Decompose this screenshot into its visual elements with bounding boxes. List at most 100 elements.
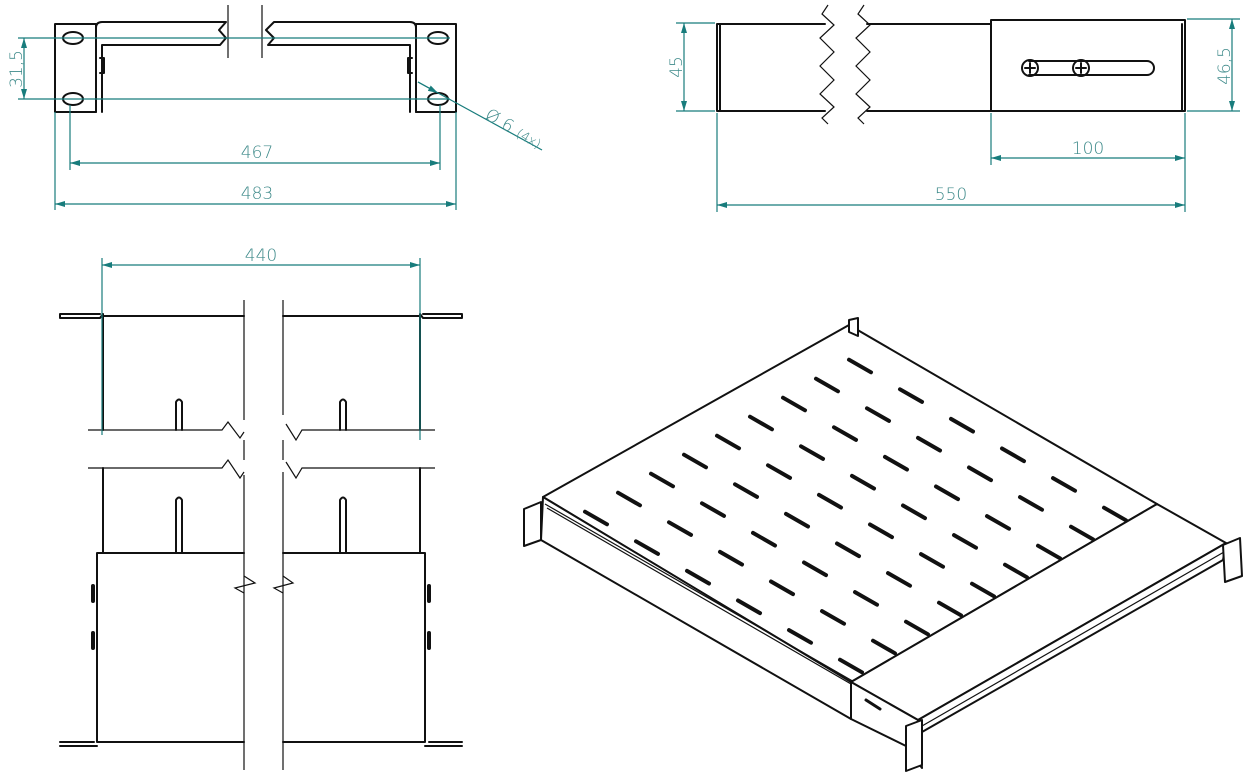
ventilation-slot xyxy=(769,579,795,597)
ventilation-slot xyxy=(736,598,762,616)
end-flanges xyxy=(719,23,1183,112)
dim-label-45: 45 xyxy=(667,56,687,78)
ventilation-slot xyxy=(799,444,825,461)
ventilation-slot xyxy=(865,406,891,423)
extension-lines xyxy=(18,37,450,100)
dim-label-467: 467 xyxy=(241,143,273,163)
ventilation-slot xyxy=(1003,562,1029,580)
lower-slots xyxy=(175,496,347,554)
front-rack-ear xyxy=(905,719,923,772)
break-zigzag xyxy=(233,575,295,594)
adjustment-slot xyxy=(1028,60,1155,76)
ventilation-slot xyxy=(847,357,873,375)
dim-label-100: 100 xyxy=(1072,139,1104,159)
left-rack-ear xyxy=(523,501,542,547)
ventilation-slot xyxy=(1051,476,1077,493)
ventilation-slot xyxy=(934,484,960,502)
ventilation-slot xyxy=(919,552,945,569)
ventilation-slot xyxy=(1036,543,1062,561)
ventilation-slot xyxy=(667,520,693,537)
ventilation-slot xyxy=(820,609,846,626)
rail-line xyxy=(921,551,1225,727)
ventilation-slot xyxy=(985,514,1011,531)
break-lines xyxy=(243,300,284,770)
dim-label-550: 550 xyxy=(935,185,967,205)
front-view: 31,5 467 483 Ø 6 (4x) xyxy=(7,5,543,210)
break-line-lower xyxy=(88,458,435,480)
ventilation-slot xyxy=(634,539,660,556)
ventilation-slot xyxy=(748,414,774,432)
ventilation-slot xyxy=(952,533,978,550)
ventilation-slot xyxy=(871,638,897,656)
ventilation-slot xyxy=(784,511,810,529)
ventilation-slot xyxy=(901,503,927,521)
ventilation-slot xyxy=(850,473,876,491)
ventilation-slot xyxy=(835,541,861,559)
right-rack-ear xyxy=(1222,537,1243,583)
extension-lines xyxy=(101,258,421,440)
ventilation-slot xyxy=(868,522,894,540)
ventilation-slot xyxy=(937,600,963,618)
ventilation-slot xyxy=(649,471,675,489)
top-right-flange xyxy=(282,313,463,431)
break-zigzag xyxy=(819,4,835,125)
ventilation-slot xyxy=(949,416,975,434)
side-walls xyxy=(102,467,421,554)
ventilation-slot xyxy=(832,425,858,442)
handle-screws xyxy=(864,698,882,711)
handle-side xyxy=(990,19,1186,112)
break-line xyxy=(227,5,263,58)
ventilation-slot xyxy=(718,549,744,567)
screw-icon xyxy=(1021,59,1039,77)
shelf-side-mid xyxy=(866,23,992,112)
ventilation-slot xyxy=(817,492,843,510)
ventilation-slot xyxy=(838,657,864,675)
dim-label-440: 440 xyxy=(245,246,277,266)
dim-label-31-5: 31,5 xyxy=(7,50,27,88)
ventilation-slot xyxy=(685,568,711,586)
side-view: 45 46,5 100 550 xyxy=(667,4,1240,212)
ventilation-slot xyxy=(967,465,993,483)
ventilation-slot xyxy=(886,571,912,588)
ventilation-slot xyxy=(1069,524,1095,542)
ventilation-slot xyxy=(715,433,741,451)
ventilation-slots xyxy=(583,357,1128,675)
ventilation-slot xyxy=(751,530,777,548)
ventilation-slot xyxy=(898,387,924,404)
ventilation-slot xyxy=(970,581,996,599)
shelf-left-profile xyxy=(95,21,227,113)
ventilation-slot xyxy=(883,454,909,472)
handle-box xyxy=(96,552,426,743)
back-rack-ear xyxy=(848,317,859,337)
ventilation-slot xyxy=(904,619,930,637)
ventilation-slot xyxy=(733,482,759,499)
extension-lines xyxy=(676,18,1240,112)
side-tabs xyxy=(99,57,413,74)
dim-label-483: 483 xyxy=(241,184,273,204)
ventilation-slot xyxy=(682,452,708,470)
break-zigzag xyxy=(855,4,871,125)
ventilation-slot xyxy=(766,463,792,480)
dim-label-46-5: 46,5 xyxy=(1215,47,1235,85)
isometric-view xyxy=(523,317,1243,772)
hole-diameter-label: Ø 6 xyxy=(482,105,518,137)
extension-lines xyxy=(54,105,457,210)
ventilation-slot xyxy=(1018,495,1044,512)
top-left-flange xyxy=(59,313,245,431)
ventilation-slot xyxy=(787,628,813,645)
ventilation-slot xyxy=(616,490,642,508)
break-line-upper xyxy=(88,421,435,442)
side-tabs xyxy=(91,584,431,650)
ventilation-slot xyxy=(802,560,828,578)
hole-leader-line xyxy=(417,81,543,151)
screw-icon xyxy=(1072,59,1090,77)
ventilation-slot xyxy=(814,376,840,394)
ventilation-slot xyxy=(1000,446,1026,464)
upper-slots xyxy=(175,398,347,431)
ventilation-slot xyxy=(1102,505,1128,523)
ventilation-slot xyxy=(700,501,726,518)
hole-leader-arrow xyxy=(417,81,439,94)
shelf-side-left xyxy=(716,23,826,112)
ventilation-slot xyxy=(583,509,609,527)
